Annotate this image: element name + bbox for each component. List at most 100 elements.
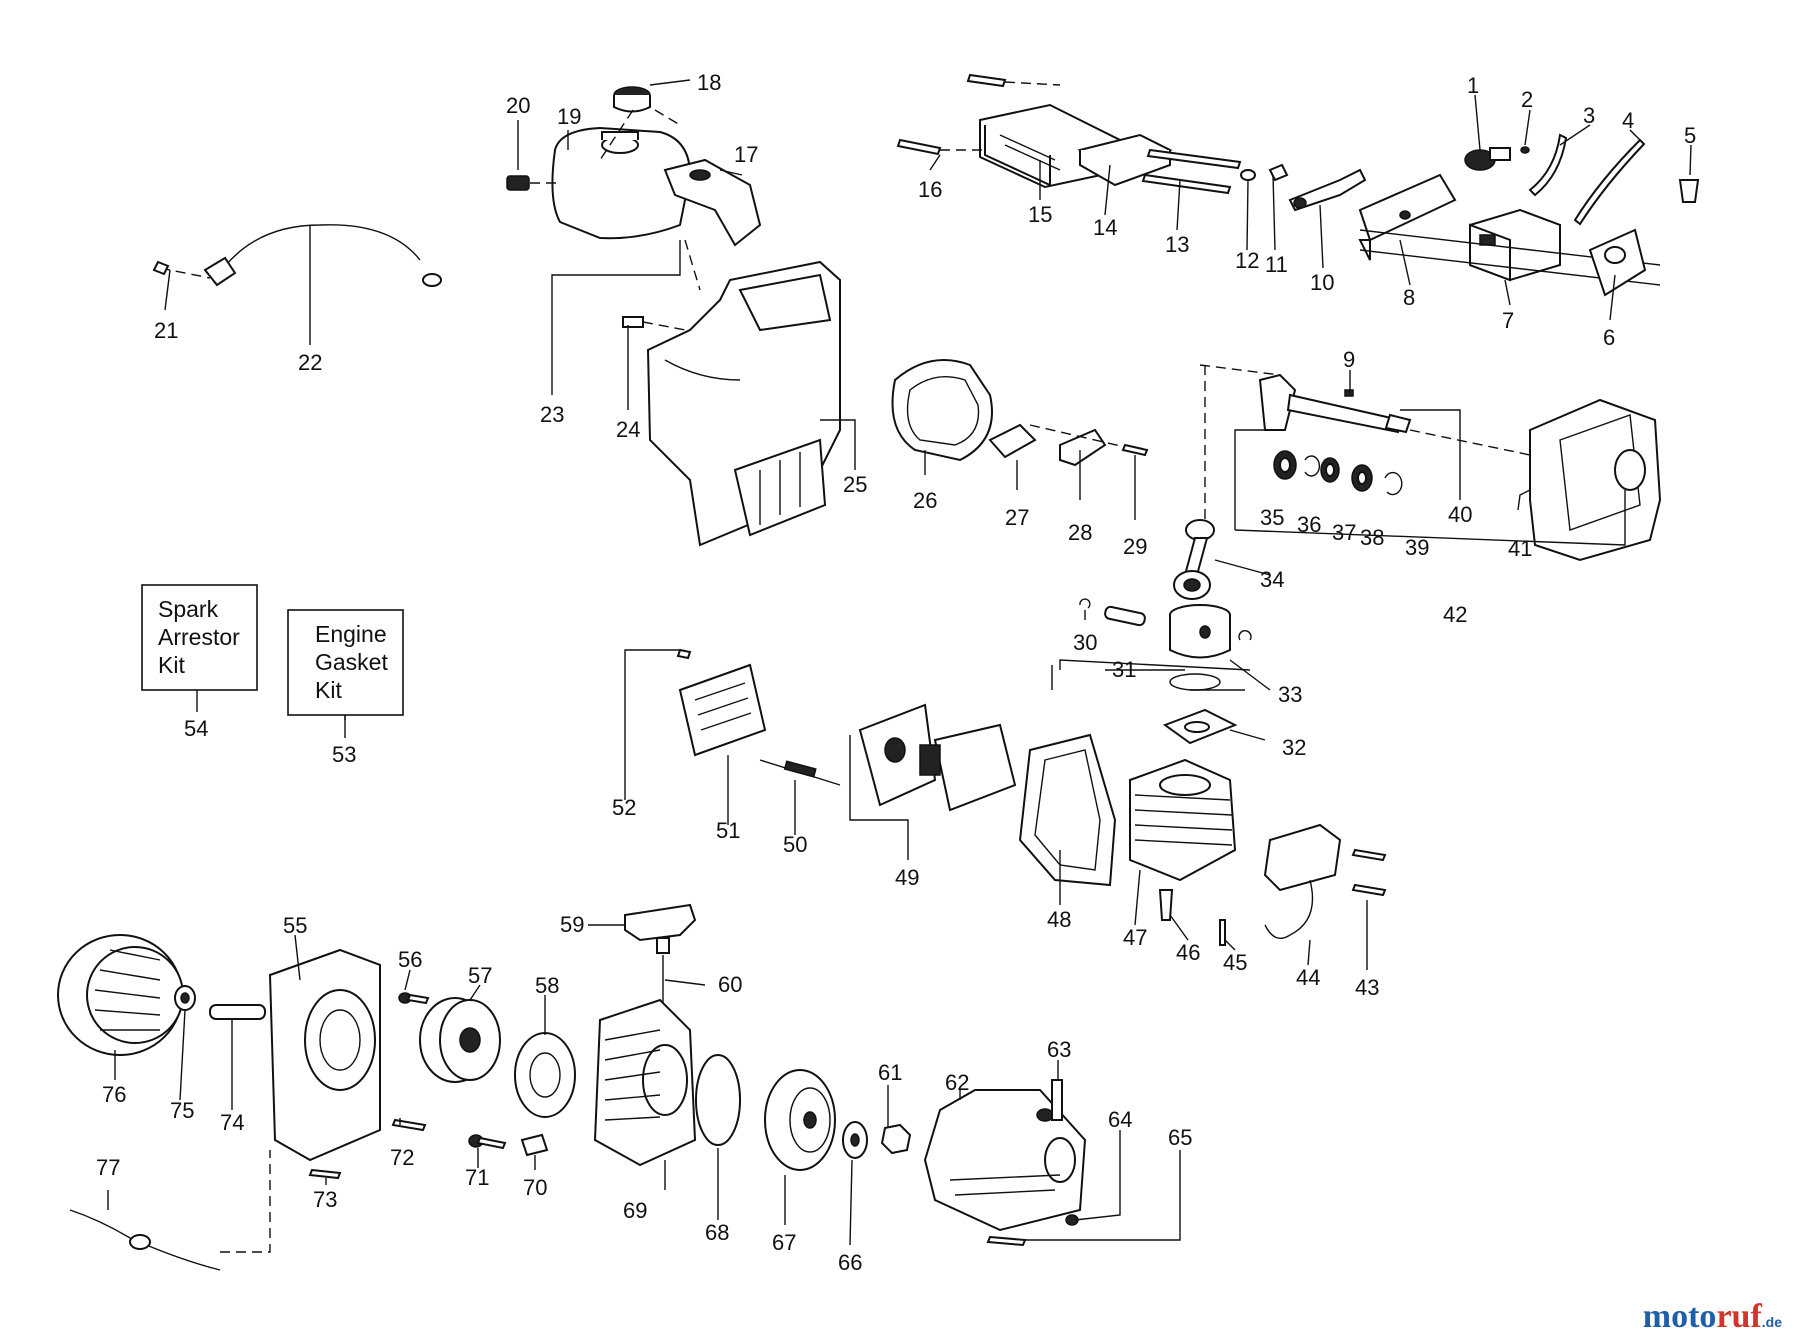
- callout-66: 66: [838, 1250, 862, 1275]
- callout-18: 18: [697, 70, 721, 95]
- callout-72: 72: [390, 1145, 414, 1170]
- part-12-washer: [1240, 169, 1256, 181]
- callout-39: 39: [1405, 535, 1429, 560]
- part-57-pulley: [419, 997, 501, 1083]
- callout-62: 62: [945, 1070, 969, 1095]
- callout-55: 55: [283, 913, 307, 938]
- part-19-fuel-tank: [551, 126, 692, 240]
- part-6-carburetor-gasket: [1588, 228, 1647, 297]
- callout-49: 49: [895, 865, 919, 890]
- part-50-spring: [759, 759, 841, 786]
- callout-19: 19: [557, 104, 581, 129]
- callout-51: 51: [716, 818, 740, 843]
- callout-75: 75: [170, 1098, 194, 1123]
- callout-1: 1: [1467, 73, 1479, 98]
- part-34-connecting-rod: [1173, 519, 1215, 600]
- part-21-screw: [152, 260, 170, 276]
- callout-50: 50: [783, 832, 807, 857]
- part-10-choke-lever: [1288, 168, 1367, 212]
- callout-40: 40: [1448, 502, 1472, 527]
- callout-36: 36: [1297, 512, 1321, 537]
- callout-41: 41: [1508, 536, 1532, 561]
- callout-64: 64: [1108, 1107, 1132, 1132]
- part-14-muffler-gasket: [1077, 133, 1173, 187]
- callout-27: 27: [1005, 505, 1029, 530]
- part-16-screw-upper: [966, 73, 1061, 88]
- part-73-screw: [308, 1168, 342, 1180]
- callout-5: 5: [1684, 123, 1696, 148]
- callout-47: 47: [1123, 925, 1147, 950]
- part-2-screw: [1520, 146, 1530, 154]
- callout-22: 22: [298, 350, 322, 375]
- part-69-starter-housing: [593, 998, 697, 1167]
- part-47-cylinder: [1129, 758, 1237, 882]
- part-56-screw: [398, 992, 430, 1005]
- engine-gasket-line3: Kit: [315, 677, 342, 703]
- part-number-labels: 1 2 3 4 5 6 7 8 9 10 11 12 13 14 15 16 1…: [96, 70, 1696, 1275]
- callout-67: 67: [772, 1230, 796, 1255]
- part-44-ignition-module: [1263, 823, 1342, 939]
- watermark-part-b: ruf: [1716, 1298, 1762, 1335]
- callout-24: 24: [616, 417, 640, 442]
- callout-63: 63: [1047, 1037, 1071, 1062]
- callout-68: 68: [705, 1220, 729, 1245]
- callout-77: 77: [96, 1155, 120, 1180]
- callout-28: 28: [1068, 520, 1092, 545]
- callout-6: 6: [1603, 325, 1615, 350]
- part-55-housing: [268, 948, 381, 1162]
- part-68-disc: [695, 1054, 741, 1146]
- callout-44: 44: [1296, 965, 1320, 990]
- part-16-screw: [896, 138, 985, 156]
- part-31-piston-ring: [1169, 673, 1221, 691]
- part-18-fuel-cap: [599, 86, 681, 161]
- callout-26: 26: [913, 488, 937, 513]
- callout-12: 12: [1235, 248, 1259, 273]
- part-13-bolts: [1141, 148, 1242, 195]
- callout-11: 11: [1265, 252, 1288, 277]
- callout-73: 73: [313, 1187, 337, 1212]
- callout-32: 32: [1282, 735, 1306, 760]
- spark-arrestor-line2: Arrestor: [158, 624, 240, 650]
- spark-arrestor-kit-box: Spark Arrestor Kit 54: [141, 584, 258, 741]
- callout-65: 65: [1168, 1125, 1192, 1150]
- part-66-washer: [842, 1121, 868, 1159]
- callout-20: 20: [506, 93, 530, 118]
- callout-31: 31: [1112, 657, 1136, 682]
- part-40-crankshaft: [1258, 373, 1412, 434]
- callout-23: 23: [540, 402, 564, 427]
- callout-74: 74: [220, 1110, 244, 1135]
- engine-gasket-kit-box: Engine Gasket Kit 53: [287, 609, 404, 767]
- part-61-nut: [880, 1123, 912, 1155]
- callout-3: 3: [1583, 103, 1595, 128]
- engine-gasket-line2: Gasket: [315, 649, 388, 675]
- callout-61: 61: [878, 1060, 902, 1085]
- callout-42: 42: [1443, 602, 1467, 627]
- part-piston-clip: [1238, 630, 1252, 641]
- part-24-screw: [622, 316, 686, 331]
- part-48-gasket: [1018, 733, 1117, 887]
- part-37-bearing: [1320, 457, 1340, 483]
- callout-38: 38: [1360, 525, 1384, 550]
- callout-33: 33: [1278, 682, 1302, 707]
- part-45-screw: [1219, 919, 1226, 946]
- callout-57: 57: [468, 963, 492, 988]
- part-28-plate: [1059, 428, 1107, 467]
- part-5-fitting: [1678, 179, 1700, 203]
- callout-71: 71: [465, 1165, 489, 1190]
- part-36-snap-ring: [1304, 455, 1321, 477]
- part-38-seal: [1351, 464, 1373, 492]
- spark-arrestor-line3: Kit: [158, 652, 185, 678]
- part-51-filter-cover: [678, 663, 767, 757]
- part-3-fuel-hose: [1528, 133, 1568, 197]
- part-41-crankcase: [1529, 398, 1662, 562]
- callout-56: 56: [398, 947, 422, 972]
- part-65-screw: [986, 1235, 1027, 1247]
- callout-14: 14: [1093, 215, 1117, 240]
- part-7-carburetor: [1359, 208, 1661, 286]
- callout-37: 37: [1332, 520, 1356, 545]
- part-4-fuel-hose: [1573, 138, 1646, 226]
- callout-10: 10: [1310, 270, 1334, 295]
- leader-lines: [107, 79, 1692, 1246]
- callout-60: 60: [718, 972, 742, 997]
- part-74-spacer: [209, 1004, 266, 1020]
